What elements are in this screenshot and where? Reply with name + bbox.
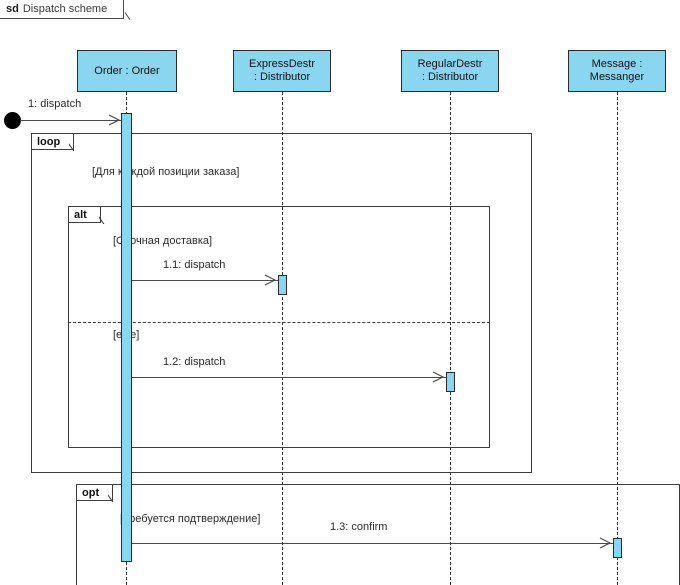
lifeline-line-regulardestr	[450, 92, 451, 585]
activation-bar-regulardestr	[446, 372, 455, 392]
lifeline-label-expressdestr-line2: : Distributor	[253, 71, 311, 83]
lifeline-label-expressdestr-line1: ExpressDestr	[248, 58, 316, 70]
diagram-frame-tab: sd Dispatch scheme	[0, 0, 125, 19]
lifeline-head-regulardestr[interactable]: RegularDestr : Distributor	[401, 50, 499, 92]
lifeline-label-order-line1: Order : Order	[94, 64, 160, 77]
message-label-1-3: 1.3: confirm	[330, 521, 388, 533]
fragment-loop-operator-tab: loop	[32, 134, 75, 150]
message-label-1: 1: dispatch	[28, 98, 82, 110]
fragment-opt-tab-notch	[108, 485, 120, 502]
activation-bar-order	[121, 113, 132, 562]
diagram-kind-keyword: sd	[6, 3, 19, 15]
lifeline-head-messenger[interactable]: Message : Messanger	[568, 50, 666, 92]
fragment-opt-operator-label: opt	[82, 486, 100, 499]
lifeline-head-expressdestr[interactable]: ExpressDestr : Distributor	[233, 50, 331, 92]
fragment-alt-separator	[68, 322, 490, 323]
message-arrowhead-1-1	[264, 274, 276, 286]
message-line-1-3	[132, 543, 613, 544]
fragment-loop-tab-notch	[69, 134, 81, 151]
fragment-alt-tab-notch	[99, 207, 111, 224]
message-line-1-2	[132, 377, 446, 378]
fragment-opt	[76, 484, 680, 585]
lifeline-label-messenger-line2: Messanger	[589, 71, 645, 83]
fragment-opt-guard: [Требуется подтверждение]	[120, 513, 261, 525]
activation-bar-expressdestr	[278, 275, 287, 295]
message-arrowhead-1	[108, 114, 120, 126]
message-arrowhead-1-2	[432, 371, 444, 383]
fragment-alt-operator-tab: alt	[69, 207, 101, 223]
lifeline-label-regulardestr-line2: : Distributor	[421, 71, 479, 83]
lifeline-label-regulardestr-line1: RegularDestr	[417, 58, 483, 70]
message-line-1-1	[132, 280, 278, 281]
lifeline-line-messenger	[617, 92, 618, 585]
message-line-1	[20, 120, 122, 121]
fragment-alt-operator-label: alt	[74, 208, 87, 221]
message-label-1-1: 1.1: dispatch	[163, 259, 226, 271]
message-arrowhead-1-3	[599, 537, 611, 549]
lifeline-head-order[interactable]: Order : Order	[77, 50, 177, 92]
lifeline-label-messenger-line1: Message :	[591, 58, 643, 70]
activation-bar-messenger	[613, 538, 622, 558]
diagram-frame-tab-notch	[125, 0, 139, 20]
message-label-1-2: 1.2: dispatch	[163, 356, 226, 368]
diagram-title: Dispatch scheme	[22, 3, 108, 15]
fragment-loop-guard: [Для каждой позиции заказа]	[92, 166, 240, 178]
lifeline-line-expressdestr	[282, 92, 283, 585]
fragment-loop-operator-label: loop	[37, 135, 61, 148]
fragment-alt-guard: [Срочная доставка]	[113, 235, 213, 247]
start-node	[4, 112, 21, 129]
